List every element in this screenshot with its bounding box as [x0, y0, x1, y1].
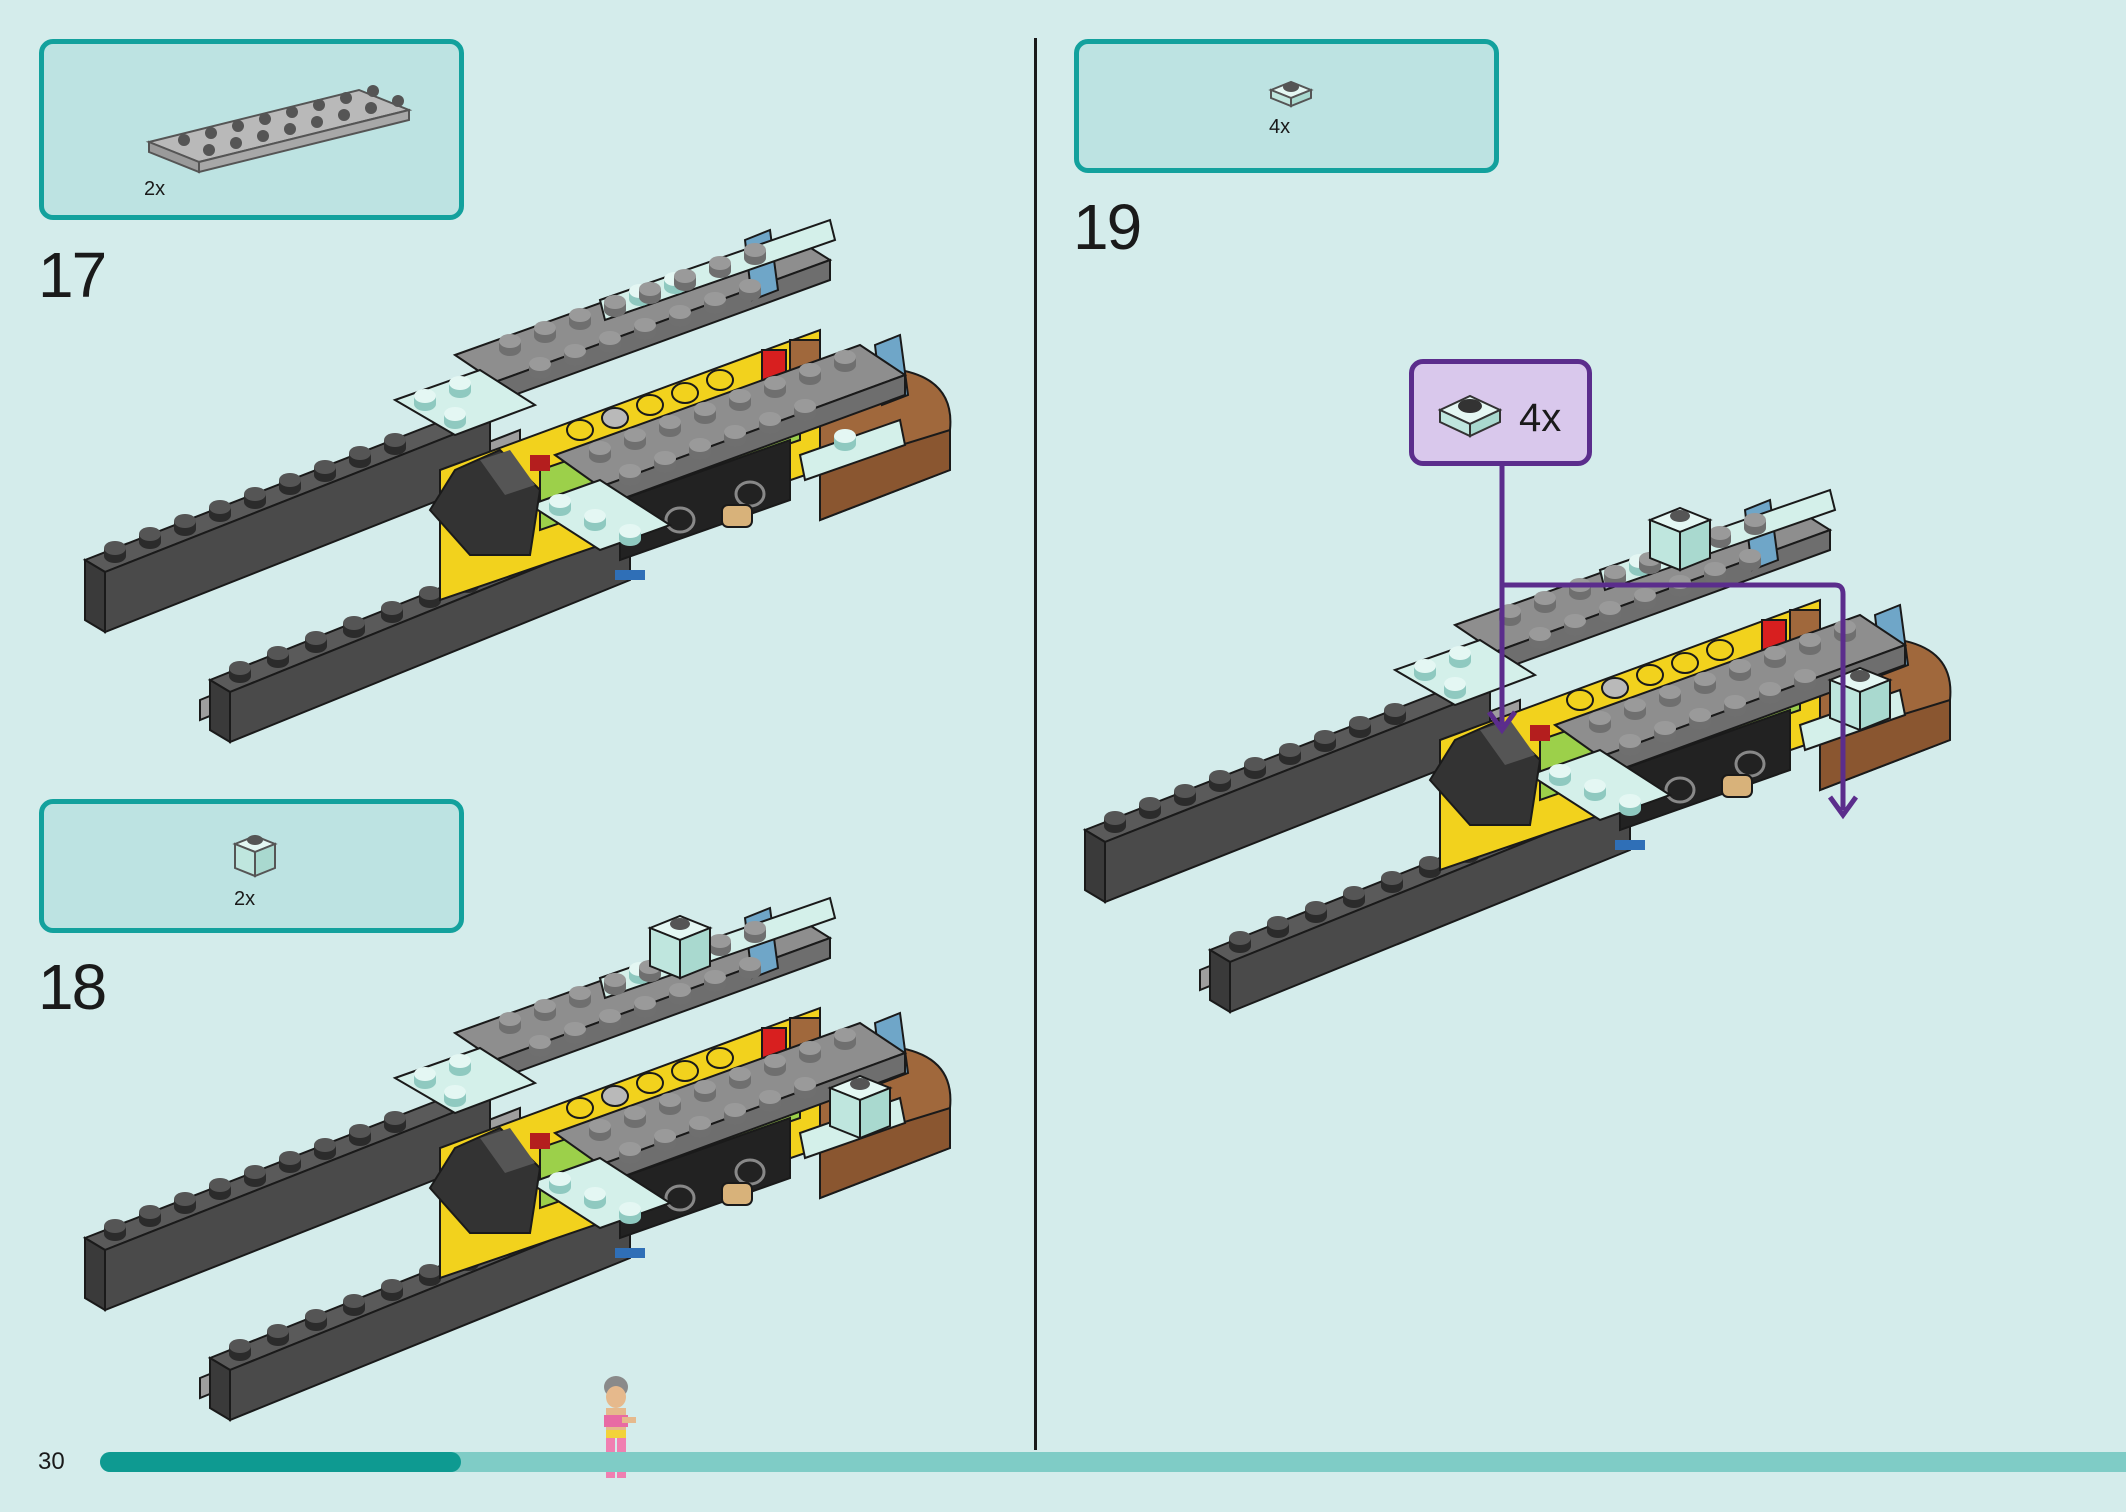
light-aqua-plate-1x1-icon — [1268, 80, 1314, 108]
parts-box-step-19: 4x — [1074, 39, 1499, 173]
callout-quantity: 4x — [1519, 396, 1562, 440]
parts-box-step-18: 2x — [39, 799, 464, 933]
step-number-18: 18 — [38, 951, 107, 1023]
minifigure-icon — [604, 1376, 636, 1478]
added-brick-1x1 — [647, 914, 713, 980]
step-18-model — [0, 678, 1030, 1458]
step-number-17: 17 — [38, 239, 107, 311]
light-aqua-brick-1x1-icon — [232, 834, 278, 878]
step-number-19: 19 — [1073, 191, 1142, 263]
column-divider — [1034, 38, 1037, 1450]
progress-track — [100, 1452, 2126, 1472]
step-17-model — [0, 0, 1030, 780]
sub-assembly-callout: 4x — [1409, 359, 1592, 466]
part-quantity: 2x — [144, 178, 166, 200]
light-aqua-plate-1x1-icon — [1437, 394, 1503, 438]
part-quantity: 2x — [234, 888, 256, 910]
gray-plate-2x8-icon — [145, 85, 413, 174]
parts-box-step-17: 2x — [39, 39, 464, 220]
added-brick-1x1 — [1647, 506, 1713, 572]
part-quantity: 4x — [1269, 116, 1291, 138]
added-brick-1x1 — [827, 1074, 893, 1140]
step-19-model — [1035, 466, 2126, 1150]
page-number: 30 — [38, 1448, 65, 1475]
placement-arrows — [1486, 466, 1859, 820]
added-brick-1x1 — [1827, 666, 1893, 732]
progress-fill — [100, 1452, 461, 1472]
